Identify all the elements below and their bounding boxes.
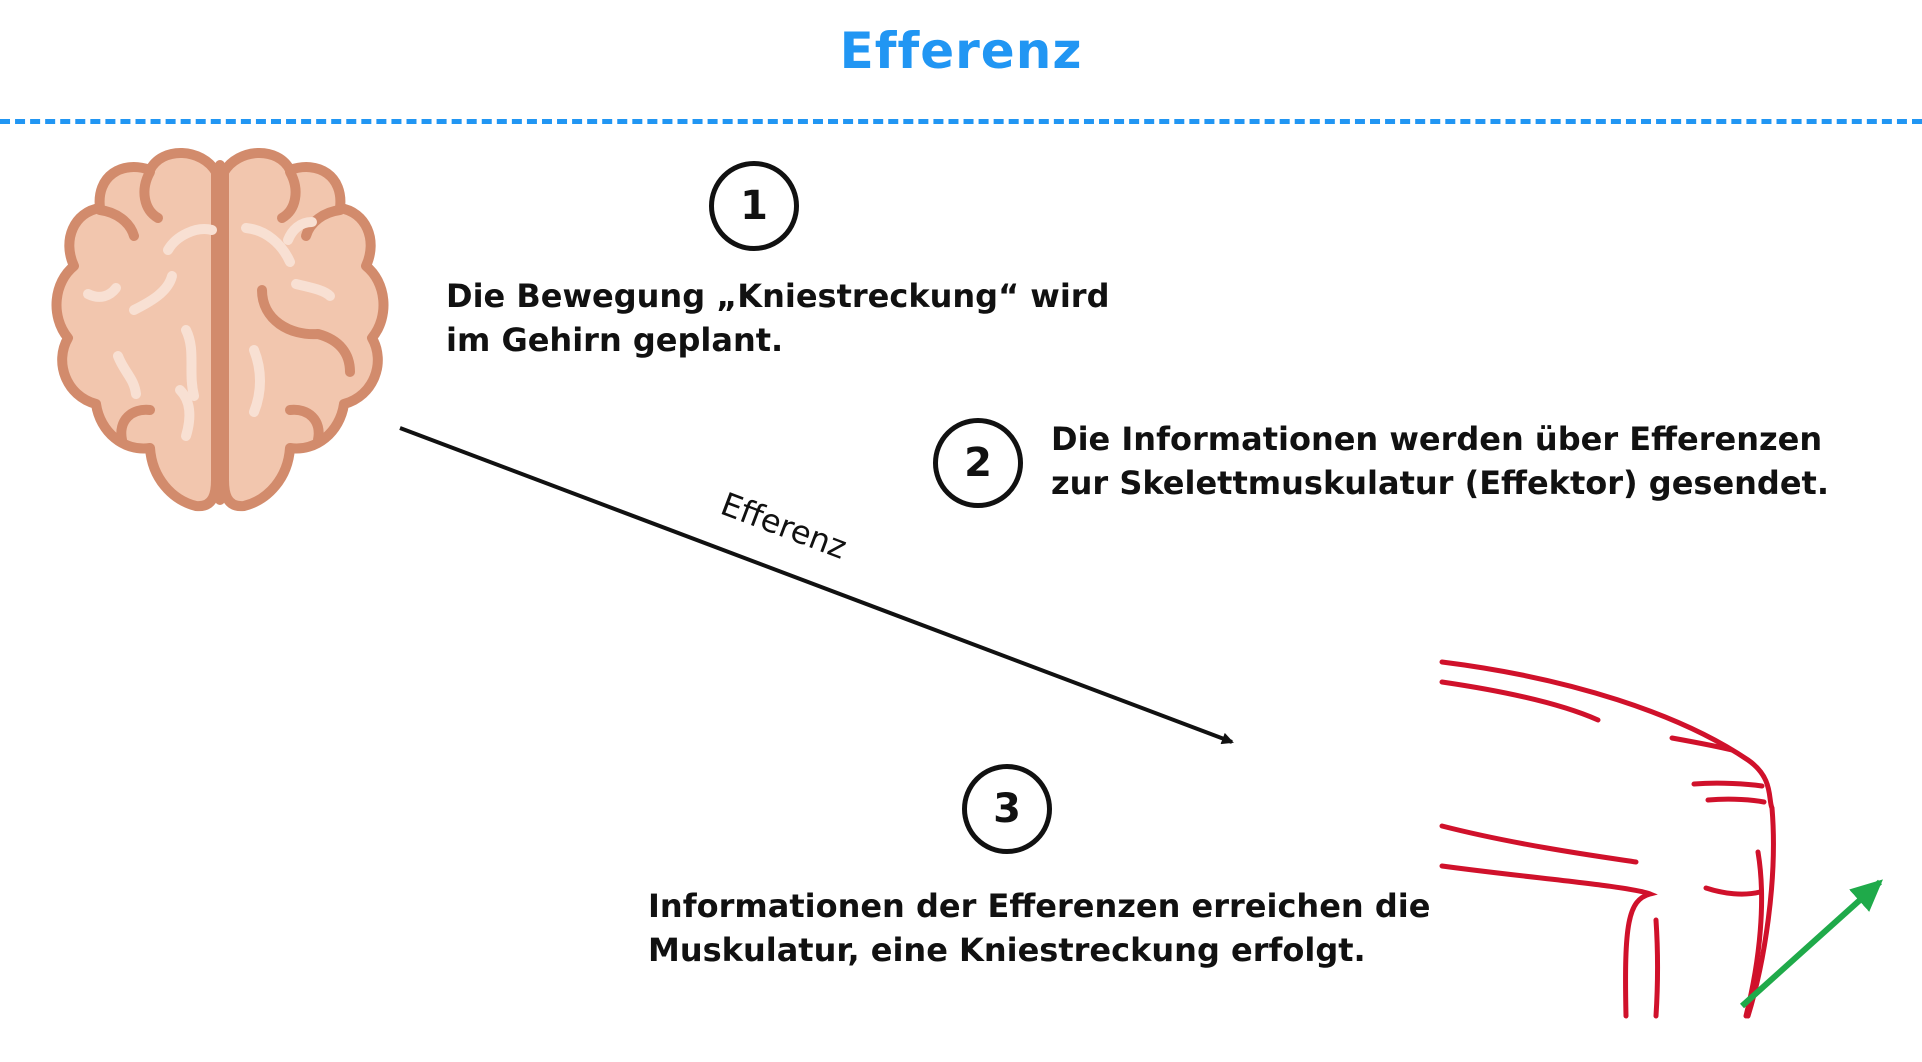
title-divider [0, 119, 1922, 124]
step-1-line-1: Die Bewegung „Kniestreckung“ wird [446, 277, 1110, 315]
step-1-text: Die Bewegung „Kniestreckung“ wird im Geh… [446, 274, 1109, 362]
step-1-line-2: im Gehirn geplant. [446, 321, 784, 359]
step-3-line-2: Muskulatur, eine Kniestreckung erfolgt. [648, 931, 1366, 969]
extension-arrow-icon [1739, 879, 1883, 1009]
brain-left-hemisphere [51, 148, 221, 512]
efferenz-arrow [399, 426, 1234, 745]
brain-icon [51, 148, 389, 512]
step-3-text: Informationen der Efferenzen erreichen d… [648, 884, 1430, 972]
step-3-badge: 3 [962, 764, 1052, 854]
step-2-line-2: zur Skelettmuskulatur (Effektor) gesende… [1051, 464, 1829, 502]
step-1-badge: 1 [709, 161, 799, 251]
page-title: Efferenz [839, 22, 1083, 80]
step-2-text: Die Informationen werden über Efferenzen… [1051, 417, 1829, 505]
knee-muscle-illustration [1439, 659, 1776, 1019]
step-2-line-1: Die Informationen werden über Efferenzen [1051, 420, 1823, 458]
step-2-badge: 2 [933, 418, 1023, 508]
step-3-line-1: Informationen der Efferenzen erreichen d… [648, 887, 1431, 925]
